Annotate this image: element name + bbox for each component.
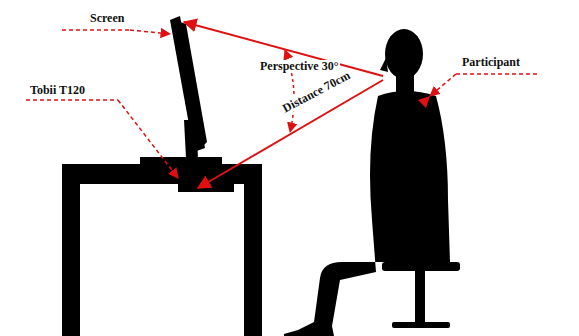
distance-label: Distance 70cm <box>279 68 354 116</box>
participant-silhouette <box>284 29 450 336</box>
tracker-label: Tobii T120 <box>28 84 87 97</box>
leader-lines <box>26 30 538 178</box>
angle-label: Perspective 30° <box>258 60 340 73</box>
stool <box>382 262 460 328</box>
gaze-line-screen <box>184 22 383 76</box>
participant-label: Participant <box>460 56 522 69</box>
monitor <box>140 16 222 165</box>
desk <box>62 164 262 336</box>
shoulder-mark <box>418 96 430 108</box>
gaze-line-tracker <box>198 80 383 188</box>
screen-label: Screen <box>88 12 126 25</box>
